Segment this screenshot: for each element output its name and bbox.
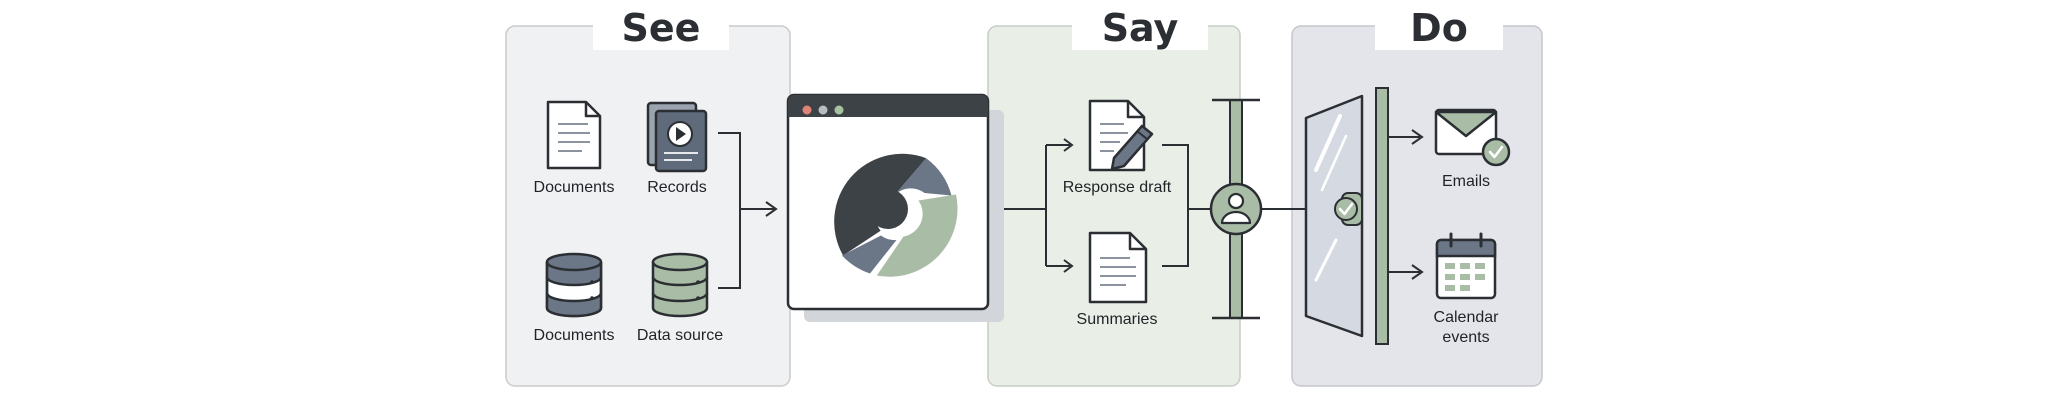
calendar-events-label: Calendar events (1406, 308, 1526, 348)
app-window-icon (786, 93, 1004, 322)
say-panel (987, 25, 1241, 387)
say-split-connector (1004, 138, 1074, 273)
edit-document-icon (1088, 99, 1154, 172)
records-label: Records (647, 179, 707, 196)
document-icon (546, 100, 602, 170)
glass-door-icon (1304, 87, 1389, 345)
calendar-icon (1435, 232, 1497, 300)
emails-label: Emails (1441, 173, 1490, 190)
do-heading: Do (1375, 6, 1503, 50)
summaries-label: Summaries (1076, 311, 1158, 328)
data-source-icon (651, 252, 709, 318)
data-source-label: Data source (636, 327, 724, 344)
documents-label: Documents (533, 179, 615, 196)
see-heading: See (593, 6, 729, 50)
say-merge-connector (1162, 144, 1212, 267)
documents-db-label: Documents (533, 327, 615, 344)
calendar-label-line1: Calendar (1433, 309, 1499, 326)
see-merge-connector (718, 132, 778, 289)
user-gate-icon (1209, 98, 1263, 320)
do-connectors (1388, 129, 1424, 280)
say-heading: Say (1072, 6, 1208, 50)
summary-document-icon (1088, 231, 1148, 304)
calendar-label-line2: events (1442, 329, 1490, 346)
email-icon (1434, 108, 1511, 167)
response-draft-label: Response draft (1062, 179, 1172, 196)
records-icon (646, 101, 708, 173)
database-icon (545, 252, 603, 318)
